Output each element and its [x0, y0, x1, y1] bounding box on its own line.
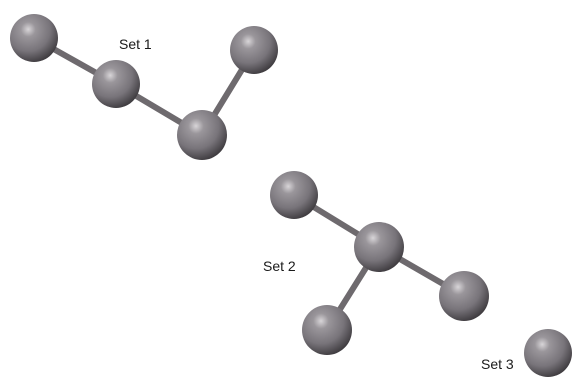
- set-3-atoms: [524, 329, 572, 377]
- atom: [177, 110, 227, 160]
- set-3-label: Set 3: [481, 356, 514, 372]
- atom: [270, 171, 318, 219]
- atom: [302, 305, 352, 355]
- atom: [230, 26, 278, 74]
- set-2-label: Set 2: [263, 258, 296, 274]
- atom: [439, 271, 489, 321]
- atom: [10, 14, 58, 62]
- atom: [354, 222, 404, 272]
- set-2-atoms: [270, 171, 489, 355]
- set-1-label: Set 1: [119, 36, 152, 52]
- set-1-atoms: [10, 14, 278, 160]
- atom: [524, 329, 572, 377]
- atom: [92, 60, 140, 108]
